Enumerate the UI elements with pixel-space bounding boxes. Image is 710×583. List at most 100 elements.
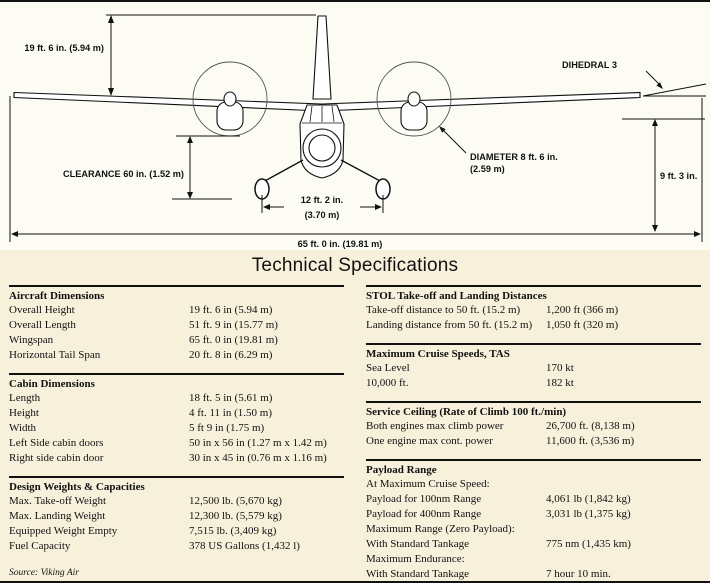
spec-value: 182 kt — [546, 377, 574, 389]
spec-row: At Maximum Cruise Speed: — [366, 478, 701, 493]
section-heading: Aircraft Dimensions — [9, 285, 344, 304]
tail-fin — [312, 15, 332, 100]
right-spinner — [407, 91, 421, 107]
spec-row: Both engines max climb power 26,700 ft. … — [366, 420, 701, 435]
spec-label: Right side cabin door — [9, 452, 104, 464]
spec-row: Length 18 ft. 5 in (5.61 m) — [9, 392, 344, 407]
section-design-weights: Design Weights & Capacities Max. Take-of… — [9, 476, 344, 555]
spec-value: 3,031 lb (1,375 kg) — [546, 508, 631, 520]
spec-label: 10,000 ft. — [366, 377, 409, 389]
spec-row: Horizontal Tail Span 20 ft. 8 in (6.29 m… — [9, 349, 344, 364]
left-spinner — [223, 91, 237, 107]
spec-row: Fuel Capacity 378 US Gallons (1,432 l) — [9, 540, 344, 555]
dihedral-label: DIHEDRAL 3 — [562, 60, 617, 70]
spec-value: 378 US Gallons (1,432 l) — [189, 540, 300, 552]
spec-row: Maximum Range (Zero Payload): — [366, 523, 701, 538]
spec-row: 10,000 ft. 182 kt — [366, 377, 701, 392]
wheel-track-label-line2: (3.70 m) — [305, 210, 340, 220]
spec-value: 775 nm (1,435 km) — [546, 538, 631, 550]
spec-value: 4,061 lb (1,842 kg) — [546, 493, 631, 505]
spec-row: With Standard Tankage 775 nm (1,435 km) — [366, 538, 701, 553]
spec-row: Right side cabin door 30 in x 45 in (0.7… — [9, 452, 344, 467]
section-heading: Payload Range — [366, 459, 701, 478]
spec-label: With Standard Tankage — [366, 568, 470, 580]
propeller-diameter-label-line1: DIAMETER 8 ft. 6 in. — [470, 152, 558, 162]
spec-row: Equipped Weight Empty 7,515 lb. (3,409 k… — [9, 525, 344, 540]
spec-row: Take-off distance to 50 ft. (15.2 m) 1,2… — [366, 304, 701, 319]
spec-value: 4 ft. 11 in (1.50 m) — [189, 407, 272, 419]
spec-value: 19 ft. 6 in (5.94 m) — [189, 304, 273, 316]
spec-label: Take-off distance to 50 ft. (15.2 m) — [366, 304, 521, 316]
spec-row: Payload for 100nm Range 4,061 lb (1,842 … — [366, 493, 701, 508]
right-column: STOL Take-off and Landing Distances Take… — [366, 285, 701, 581]
spec-value: 5 ft 9 in (1.75 m) — [189, 422, 265, 434]
spec-label: Overall Length — [9, 319, 76, 331]
spec-label: Horizontal Tail Span — [9, 349, 101, 361]
spec-value: 1,050 ft (320 m) — [546, 319, 619, 331]
spec-columns: Aircraft Dimensions Overall Height 19 ft… — [0, 285, 710, 581]
spec-label: Overall Height — [9, 304, 75, 316]
section-stol-distances: STOL Take-off and Landing Distances Take… — [366, 285, 701, 334]
spec-row: Left Side cabin doors 50 in x 56 in (1.2… — [9, 437, 344, 452]
left-gear-strut — [262, 159, 304, 183]
spec-label: One engine max cont. power — [366, 435, 493, 447]
section-service-ceiling: Service Ceiling (Rate of Climb 100 ft./m… — [366, 401, 701, 450]
dimension-arrowheads — [11, 15, 701, 237]
wheel-track-label-line1: 12 ft. 2 in. — [301, 195, 343, 205]
spec-value: 170 kt — [546, 362, 574, 374]
section-heading: Cabin Dimensions — [9, 373, 344, 392]
propeller-diameter-label-line2: (2.59 m) — [470, 164, 505, 174]
spec-label: Fuel Capacity — [9, 540, 71, 552]
spec-row: Overall Height 19 ft. 6 in (5.94 m) — [9, 304, 344, 319]
spec-row: One engine max cont. power 11,600 ft. (3… — [366, 435, 701, 450]
spec-label: Landing distance from 50 ft. (15.2 m) — [366, 319, 533, 331]
spec-label: Maximum Endurance: — [366, 553, 465, 565]
spec-label: Left Side cabin doors — [9, 437, 104, 449]
spec-value: 1,200 ft (366 m) — [546, 304, 619, 316]
section-heading: Service Ceiling (Rate of Climb 100 ft./m… — [366, 401, 701, 420]
spec-value: 12,500 lb. (5,670 kg) — [189, 495, 282, 507]
spec-value: 12,300 lb. (5,579 kg) — [189, 510, 282, 522]
aircraft-drawing — [13, 15, 641, 200]
height-dimension-label: 19 ft. 6 in. (5.94 m) — [24, 43, 104, 53]
spec-row: With Standard Tankage 7 hour 10 min. — [366, 568, 701, 581]
spec-row: Width 5 ft 9 in (1.75 m) — [9, 422, 344, 437]
spec-row: Max. Landing Weight 12,300 lb. (5,579 kg… — [9, 510, 344, 525]
right-propeller-disc — [376, 61, 452, 137]
spec-value: 18 ft. 5 in (5.61 m) — [189, 392, 273, 404]
section-cabin-dimensions: Cabin Dimensions Length 18 ft. 5 in (5.6… — [9, 373, 344, 467]
aircraft-diagram-svg: 19 ft. 6 in. (5.94 m) DIHEDRAL 3 CLEARAN… — [9, 14, 707, 249]
spec-value: 7,515 lb. (3,409 kg) — [189, 525, 277, 537]
spec-label: Max. Landing Weight — [9, 510, 106, 522]
right-gear-strut — [340, 159, 383, 183]
section-heading: Design Weights & Capacities — [9, 476, 344, 495]
spec-label: With Standard Tankage — [366, 538, 470, 550]
spec-row: Max. Take-off Weight 12,500 lb. (5,670 k… — [9, 495, 344, 510]
spec-label: Maximum Range (Zero Payload): — [366, 523, 515, 535]
source-credit: Source: Viking Air — [9, 568, 80, 578]
spec-value: 30 in x 45 in (0.76 m x 1.16 m) — [189, 452, 327, 464]
spec-label: At Maximum Cruise Speed: — [366, 478, 490, 490]
spec-row: Maximum Endurance: — [366, 553, 701, 568]
spec-row: Height 4 ft. 11 in (1.50 m) — [9, 407, 344, 422]
windshield — [302, 105, 342, 124]
spec-label: Equipped Weight Empty — [9, 525, 118, 537]
spec-value: 11,600 ft. (3,536 m) — [546, 435, 635, 447]
left-column: Aircraft Dimensions Overall Height 19 ft… — [9, 285, 344, 581]
spec-label: Height — [9, 407, 39, 419]
section-heading: STOL Take-off and Landing Distances — [366, 285, 701, 304]
dimension-lines — [9, 14, 707, 242]
spec-row: Wingspan 65 ft. 0 in (19.81 m) — [9, 334, 344, 349]
section-aircraft-dimensions: Aircraft Dimensions Overall Height 19 ft… — [9, 285, 344, 364]
spec-label: Payload for 400nm Range — [366, 508, 482, 520]
side-height-label: 9 ft. 3 in. — [660, 171, 697, 181]
spec-value: 20 ft. 8 in (6.29 m) — [189, 349, 273, 361]
section-payload-range: Payload Range At Maximum Cruise Speed: P… — [366, 459, 701, 581]
aircraft-front-view-diagram: 19 ft. 6 in. (5.94 m) DIHEDRAL 3 CLEARAN… — [0, 2, 710, 250]
spec-row: Landing distance from 50 ft. (15.2 m) 1,… — [366, 319, 701, 334]
spec-value: 51 ft. 9 in (15.77 m) — [189, 319, 278, 331]
spec-label: Length — [9, 392, 41, 404]
clearance-label: CLEARANCE 60 in. (1.52 m) — [63, 169, 184, 179]
section-cruise-speeds: Maximum Cruise Speeds, TAS Sea Level 170… — [366, 343, 701, 392]
spec-label: Sea Level — [366, 362, 410, 374]
